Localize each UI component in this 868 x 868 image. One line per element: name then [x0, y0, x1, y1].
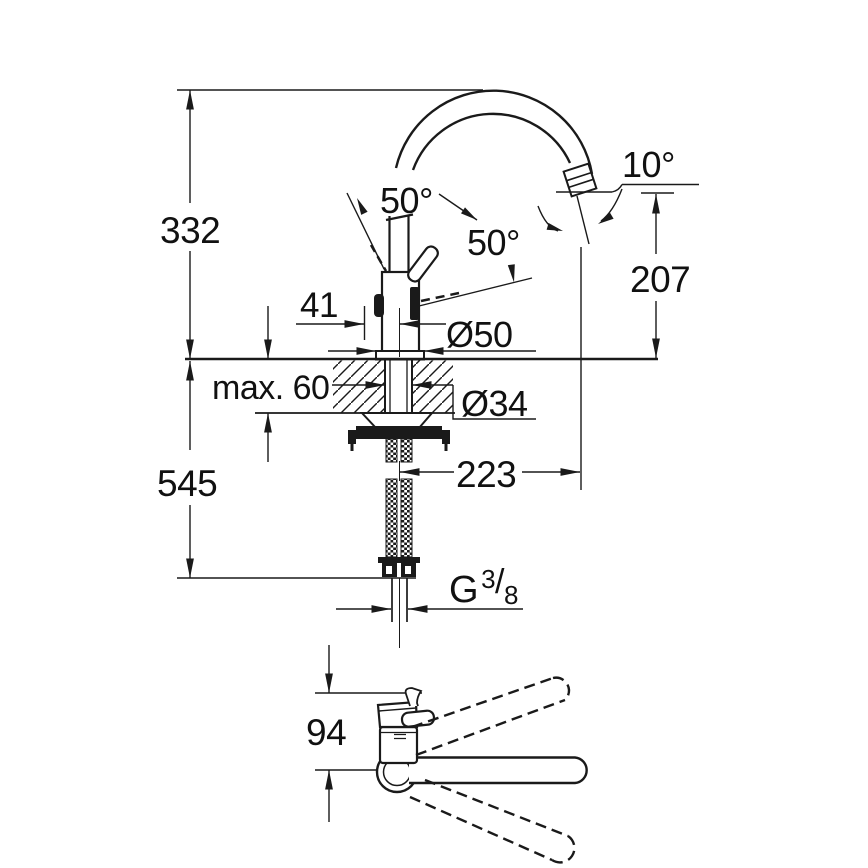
dim-spout-reach: 223	[456, 454, 516, 495]
dim-outlet-height: 207	[630, 259, 690, 300]
flex-hoses	[385, 438, 413, 558]
spout-aerator	[562, 162, 598, 198]
lever-dashed-front	[420, 291, 460, 303]
mounting-hardware	[348, 287, 450, 577]
dim-max-mounting-thickness: max. 60	[212, 369, 329, 407]
dim-lever-angle-back: 50°	[380, 180, 433, 221]
dim-below-counter-height: 545	[157, 463, 217, 504]
angle-arrowheads	[357, 198, 614, 283]
dim-shank-diameter: Ø34	[461, 383, 528, 424]
dim-lever-angle-front: 50°	[467, 222, 520, 263]
lever-tip-top	[404, 687, 423, 707]
reference-lines	[177, 89, 658, 648]
thread-numerator: 3	[481, 564, 495, 594]
dim-base-diameter: Ø50	[446, 314, 513, 355]
dim-top-view-depth: 94	[306, 712, 346, 753]
spout-arm-swivel-dashed	[409, 676, 576, 864]
dim-handle-offset: 41	[300, 286, 338, 325]
dim-swivel-angle: 10°	[622, 144, 675, 185]
lever-tilted	[407, 245, 439, 283]
lever-upright	[385, 213, 414, 272]
dim-overall-height: 332	[160, 210, 220, 251]
thread-prefix: G	[449, 569, 478, 611]
thread-slash: /	[495, 563, 505, 601]
countertop-section-hatch	[333, 360, 453, 413]
faucet-top-view	[315, 645, 588, 864]
thread-denominator: 8	[504, 580, 518, 610]
spout-arm-solid	[409, 756, 588, 785]
